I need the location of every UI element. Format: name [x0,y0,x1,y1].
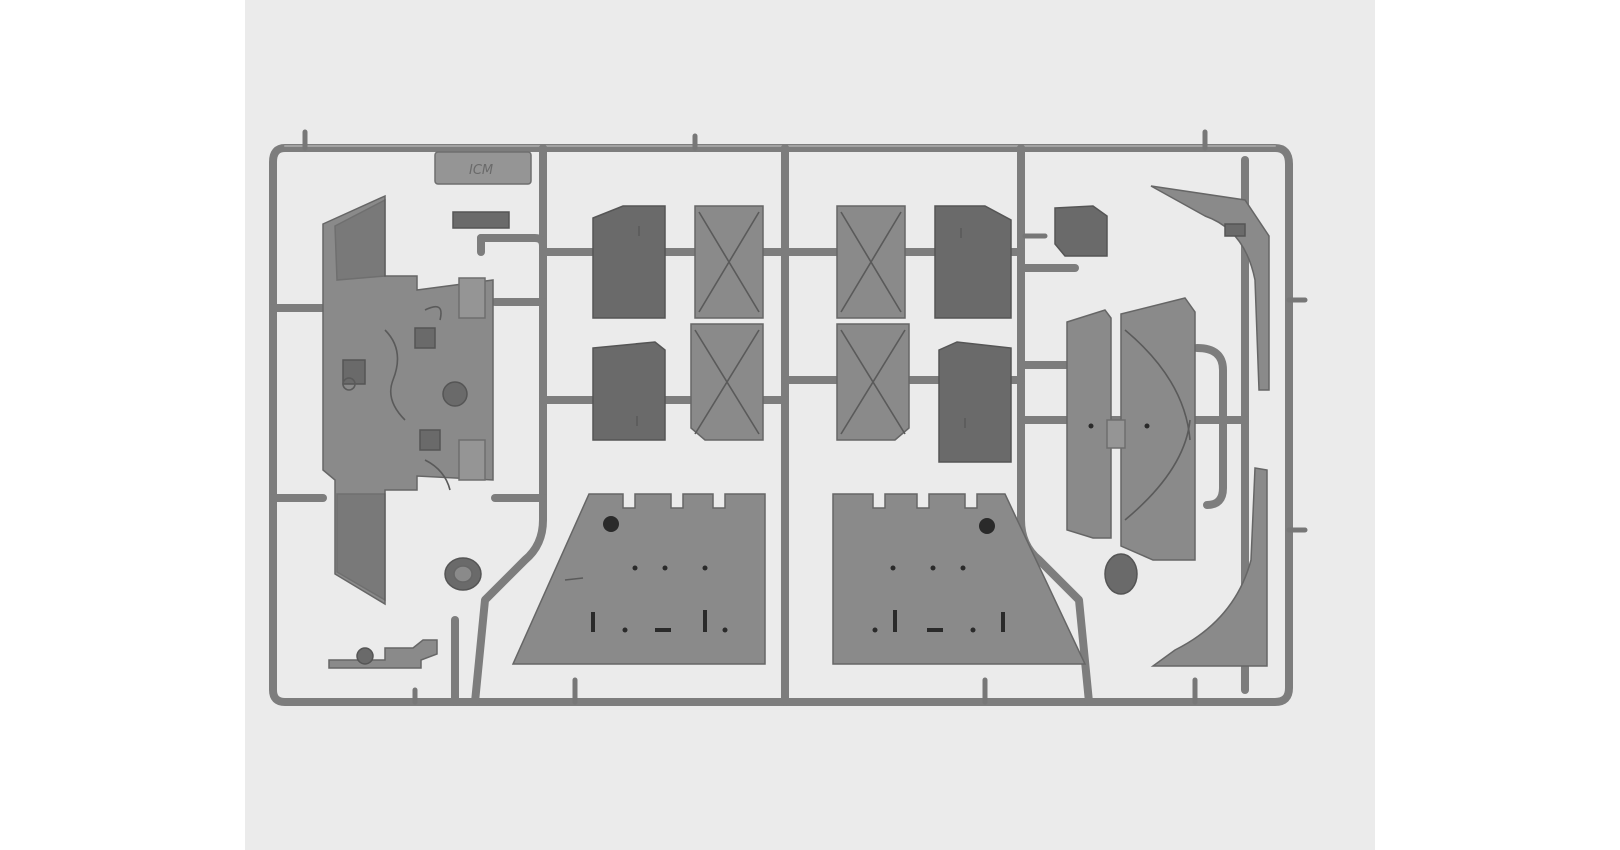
x-panel-right-lower [836,323,910,441]
double-door-panel [1066,297,1196,561]
armor-panel-right-lower [938,341,1012,463]
small-oval-part [1104,553,1138,595]
box-part [1054,205,1108,257]
logo-tab: ICM [434,151,532,185]
x-panel-left-upper [694,205,764,319]
dashboard-part [322,194,494,606]
small-disc [444,557,482,591]
x-panel-right-upper [836,205,906,319]
sprue-photo: ICM [245,0,1375,850]
small-part-tray [452,211,510,229]
floor-panel-left [511,493,766,665]
sprue-gates [302,129,1308,705]
armor-panel-left-lower [592,341,666,441]
logo-text: ICM [469,163,493,178]
fender-upper [1150,185,1270,391]
armor-panel-left-upper [592,205,666,319]
floor-panel-right [832,493,1087,665]
armor-panel-right-upper [934,205,1012,319]
fender-lower [1150,467,1268,667]
sprue-drawing: ICM [269,129,1308,706]
x-panel-left-lower [690,323,764,441]
small-bracket-part [328,639,438,669]
